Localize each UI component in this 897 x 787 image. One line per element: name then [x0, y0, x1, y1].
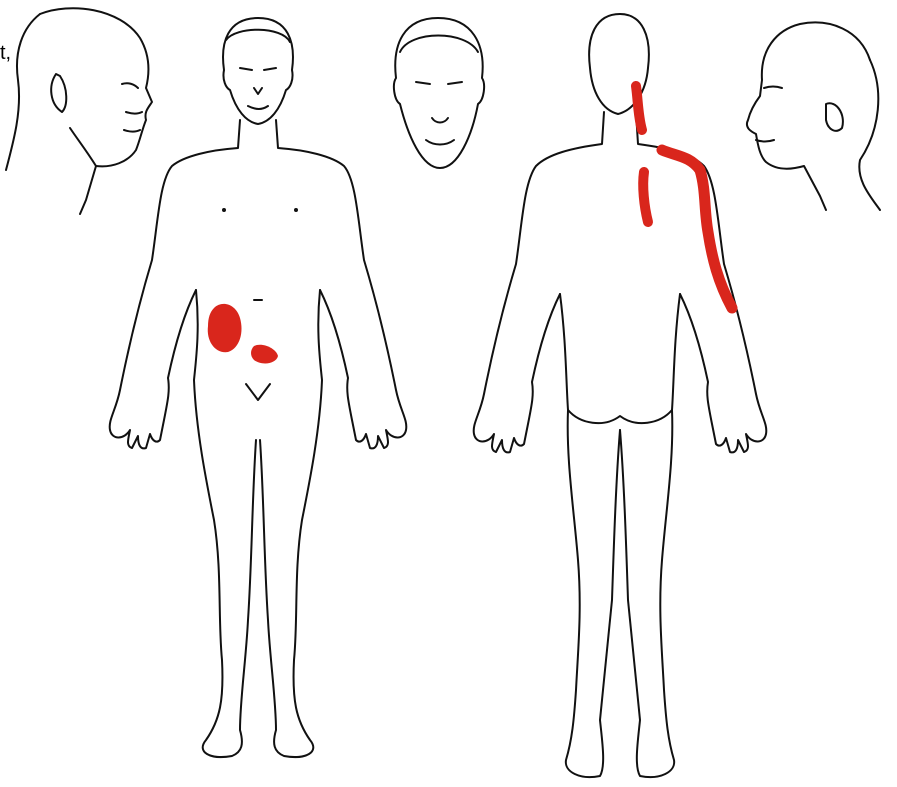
marking-lower-abdomen: [208, 304, 242, 352]
marking-shoulder-arm: [662, 150, 732, 308]
marking-groin: [251, 345, 278, 364]
body-back: [474, 14, 767, 777]
markings-back: [636, 86, 732, 308]
markings-front: [208, 304, 278, 364]
head-profile-left: [747, 23, 880, 211]
head-profile-right: [6, 8, 152, 214]
face-front: [394, 18, 484, 168]
marking-upper-spine: [643, 172, 648, 222]
body-front: [110, 18, 407, 757]
marking-neck-spine: [636, 86, 642, 130]
